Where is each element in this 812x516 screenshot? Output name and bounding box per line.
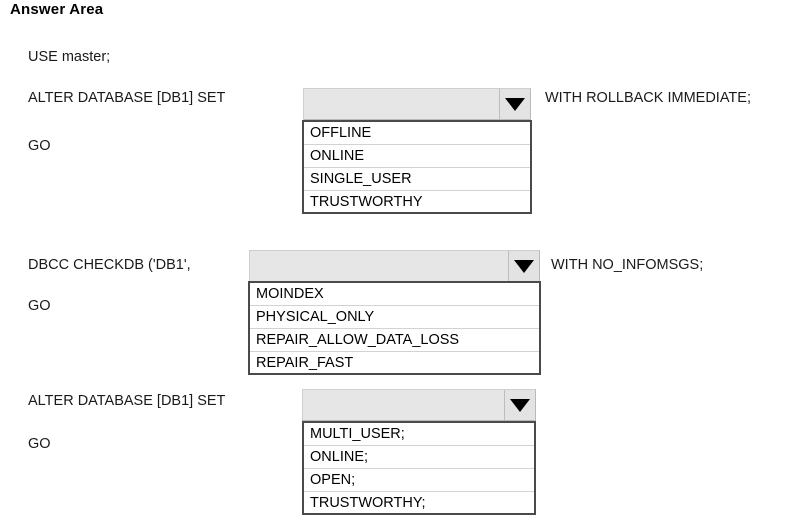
code-line-go-3: GO <box>28 436 51 452</box>
list-item[interactable]: ONLINE; <box>304 446 534 469</box>
chevron-down-icon[interactable] <box>504 390 535 420</box>
dropdown-1[interactable] <box>303 88 531 120</box>
code-line-alter-database-1: ALTER DATABASE [DB1] SET <box>28 90 226 106</box>
code-line-alter-database-2: ALTER DATABASE [DB1] SET <box>28 393 226 409</box>
list-item[interactable]: TRUSTWORTHY; <box>304 492 534 513</box>
chevron-down-icon[interactable] <box>499 89 530 119</box>
dropdown-2[interactable] <box>249 250 540 282</box>
code-line-go-2: GO <box>28 298 51 314</box>
dropdown-2-option-list[interactable]: MOINDEX PHYSICAL_ONLY REPAIR_ALLOW_DATA_… <box>248 281 541 375</box>
trailing-text-2: WITH NO_INFOMSGS; <box>551 257 704 273</box>
code-line-use-master: USE master; <box>28 49 111 65</box>
dropdown-1-value[interactable] <box>304 89 499 119</box>
chevron-down-icon[interactable] <box>508 251 539 281</box>
dropdown-3-option-list[interactable]: MULTI_USER; ONLINE; OPEN; TRUSTWORTHY; <box>302 421 536 515</box>
list-item[interactable]: MOINDEX <box>250 283 539 306</box>
dropdown-2-value[interactable] <box>250 251 508 281</box>
list-item[interactable]: SINGLE_USER <box>304 168 530 191</box>
code-line-dbcc-checkdb: DBCC CHECKDB ('DB1', <box>28 257 191 273</box>
list-item[interactable]: REPAIR_FAST <box>250 352 539 373</box>
list-item[interactable]: MULTI_USER; <box>304 423 534 446</box>
list-item[interactable]: TRUSTWORTHY <box>304 191 530 212</box>
code-line-go-1: GO <box>28 138 51 154</box>
dropdown-1-option-list[interactable]: OFFLINE ONLINE SINGLE_USER TRUSTWORTHY <box>302 120 532 214</box>
dropdown-3-value[interactable] <box>303 390 504 420</box>
chevron-down-glyph <box>510 398 530 412</box>
chevron-down-glyph <box>514 259 534 273</box>
list-item[interactable]: OFFLINE <box>304 122 530 145</box>
list-item[interactable]: REPAIR_ALLOW_DATA_LOSS <box>250 329 539 352</box>
trailing-text-1: WITH ROLLBACK IMMEDIATE; <box>545 90 751 106</box>
list-item[interactable]: ONLINE <box>304 145 530 168</box>
dropdown-3[interactable] <box>302 389 536 421</box>
list-item[interactable]: OPEN; <box>304 469 534 492</box>
page-title: Answer Area <box>10 1 104 18</box>
list-item[interactable]: PHYSICAL_ONLY <box>250 306 539 329</box>
chevron-down-glyph <box>505 97 525 111</box>
